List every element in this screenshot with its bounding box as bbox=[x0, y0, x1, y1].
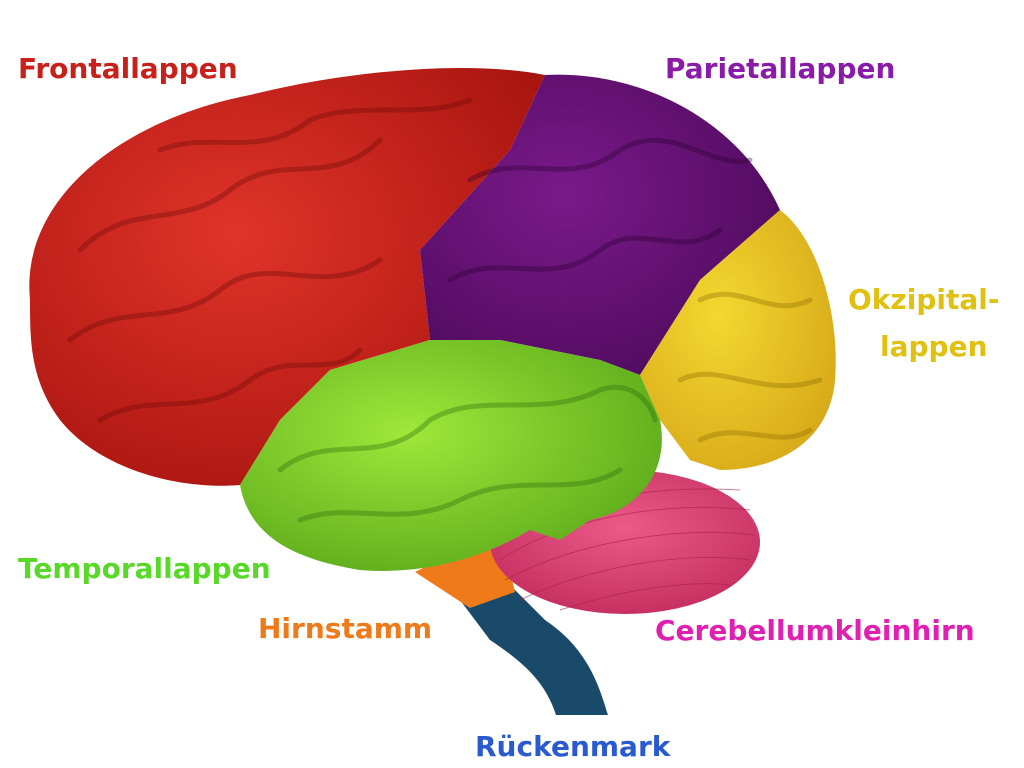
occipital-lobe bbox=[640, 210, 836, 470]
temporal-lobe bbox=[240, 340, 662, 571]
label-cerebellum: Cerebellumkleinhirn bbox=[655, 614, 975, 647]
frontal-lobe bbox=[29, 67, 545, 486]
label-parietal-lobe: Parietallappen bbox=[665, 52, 896, 85]
cerebellum-folia bbox=[499, 488, 756, 611]
spinal-cord bbox=[460, 585, 608, 715]
label-occipital-lobe-line1: Okzipital- bbox=[848, 283, 1000, 316]
label-temporal-lobe: Temporallappen bbox=[18, 552, 271, 585]
gyri-folds bbox=[67, 97, 823, 523]
label-brainstem: Hirnstamm bbox=[258, 612, 433, 645]
label-occipital-lobe-line2: lappen bbox=[880, 330, 988, 363]
label-spinal-cord: Rückenmark bbox=[475, 730, 671, 763]
label-frontal-lobe: Frontallappen bbox=[18, 52, 238, 85]
parietal-lobe bbox=[420, 74, 780, 376]
